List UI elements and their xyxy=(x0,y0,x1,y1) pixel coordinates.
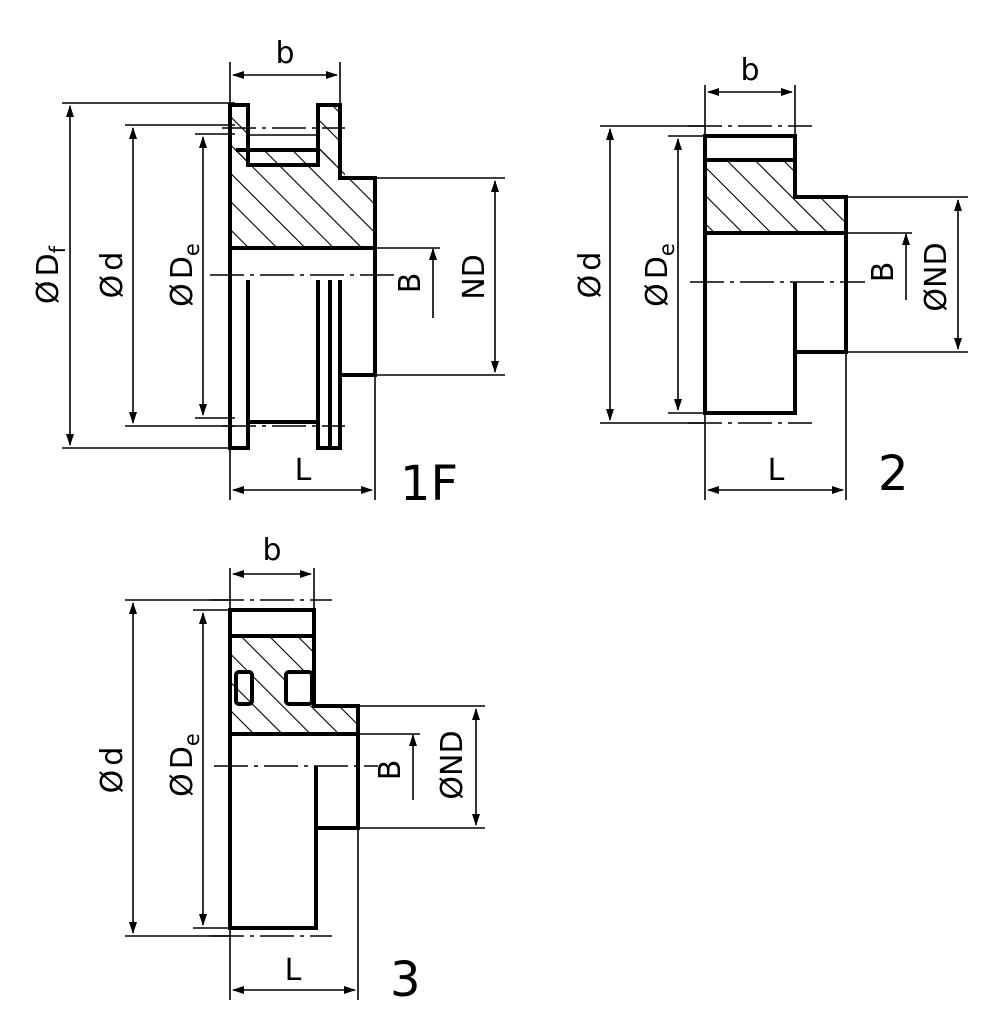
variant-2-De-label: ØDe xyxy=(640,243,679,307)
svg-text:B: B xyxy=(866,262,901,283)
variant-2: b L 2 Ød ØDe B ØND xyxy=(573,53,968,502)
diameter-symbol: Ø xyxy=(919,288,954,312)
variant-1F-ND-label: ND xyxy=(457,254,492,300)
variant-1F-flange-left-hatch xyxy=(230,105,248,165)
svg-text:ØDe: ØDe xyxy=(165,243,204,307)
variant-1F-d-label: Ød xyxy=(95,252,130,299)
variant-2-hub-hatch xyxy=(705,160,795,233)
diameter-symbol: Ø xyxy=(31,280,66,304)
variant-2-L-label: L xyxy=(768,453,785,488)
svg-text:Ød: Ød xyxy=(573,252,608,299)
diameter-symbol: Ø xyxy=(640,283,675,307)
variant-1F-b-label: b xyxy=(275,36,294,71)
variant-2-b-label: b xyxy=(740,53,759,88)
svg-text:ØDe: ØDe xyxy=(165,733,204,797)
variant-1F-section xyxy=(62,62,505,500)
variant-3-section xyxy=(125,568,485,1000)
svg-text:B: B xyxy=(373,760,408,781)
svg-text:ØND: ØND xyxy=(919,242,954,311)
diameter-symbol: Ø xyxy=(435,776,470,800)
svg-text:B: B xyxy=(393,273,428,294)
svg-text:ØND: ØND xyxy=(435,730,470,799)
diameter-symbol: Ø xyxy=(573,275,608,299)
diameter-symbol: Ø xyxy=(165,773,200,797)
variant-3: b L 3 Ød ØDe B ØND xyxy=(95,533,485,1008)
variant-1F-flange-right-hatch xyxy=(318,105,340,165)
diameter-symbol: Ø xyxy=(95,275,130,299)
variant-2-label: 2 xyxy=(878,446,909,502)
variant-2-B-label: B xyxy=(866,262,901,283)
svg-text:Ød: Ød xyxy=(95,252,130,299)
svg-text:Ød: Ød xyxy=(95,747,130,794)
variant-3-hub-hatch-center xyxy=(254,672,284,706)
variant-3-b-label: b xyxy=(262,533,281,568)
variant-1F-hub-hatch-right xyxy=(345,178,375,248)
variant-3-insert-left xyxy=(234,670,254,706)
variant-3-insert-right xyxy=(284,670,314,706)
variant-3-hub-hatch-top xyxy=(230,636,314,672)
variant-1F-L-label: L xyxy=(295,453,312,488)
variant-1F-B-label: B xyxy=(393,273,428,294)
variant-2-hub-hatch-right xyxy=(795,197,846,233)
svg-text:ØDe: ØDe xyxy=(640,243,679,307)
variant-2-d-label: Ød xyxy=(573,252,608,299)
variant-1F-De-label: ØDe xyxy=(165,243,204,307)
variant-3-label: 3 xyxy=(390,952,421,1008)
variant-2-section xyxy=(600,85,968,500)
variant-3-L-label: L xyxy=(285,953,302,988)
variant-1F-lower-outline xyxy=(228,248,377,450)
diameter-symbol: Ø xyxy=(165,283,200,307)
variant-1F-Df-label: ØDf xyxy=(31,245,70,304)
variant-1F: b L 1F ØDf Ød ØDe B ND xyxy=(31,36,505,512)
svg-text:ØDf: ØDf xyxy=(31,245,70,304)
variant-3-B-label: B xyxy=(373,760,408,781)
variant-3-d-label: Ød xyxy=(95,747,130,794)
diameter-symbol: Ø xyxy=(95,770,130,794)
variant-3-De-label: ØDe xyxy=(165,733,204,797)
variant-3-ND-label: ØND xyxy=(435,730,470,799)
variant-1F-label: 1F xyxy=(400,456,458,512)
variant-3-hub-hatch-bottom xyxy=(230,706,358,734)
variant-2-ND-label: ØND xyxy=(919,242,954,311)
svg-text:ND: ND xyxy=(457,254,492,300)
variant-1F-upper-outline xyxy=(228,103,377,250)
